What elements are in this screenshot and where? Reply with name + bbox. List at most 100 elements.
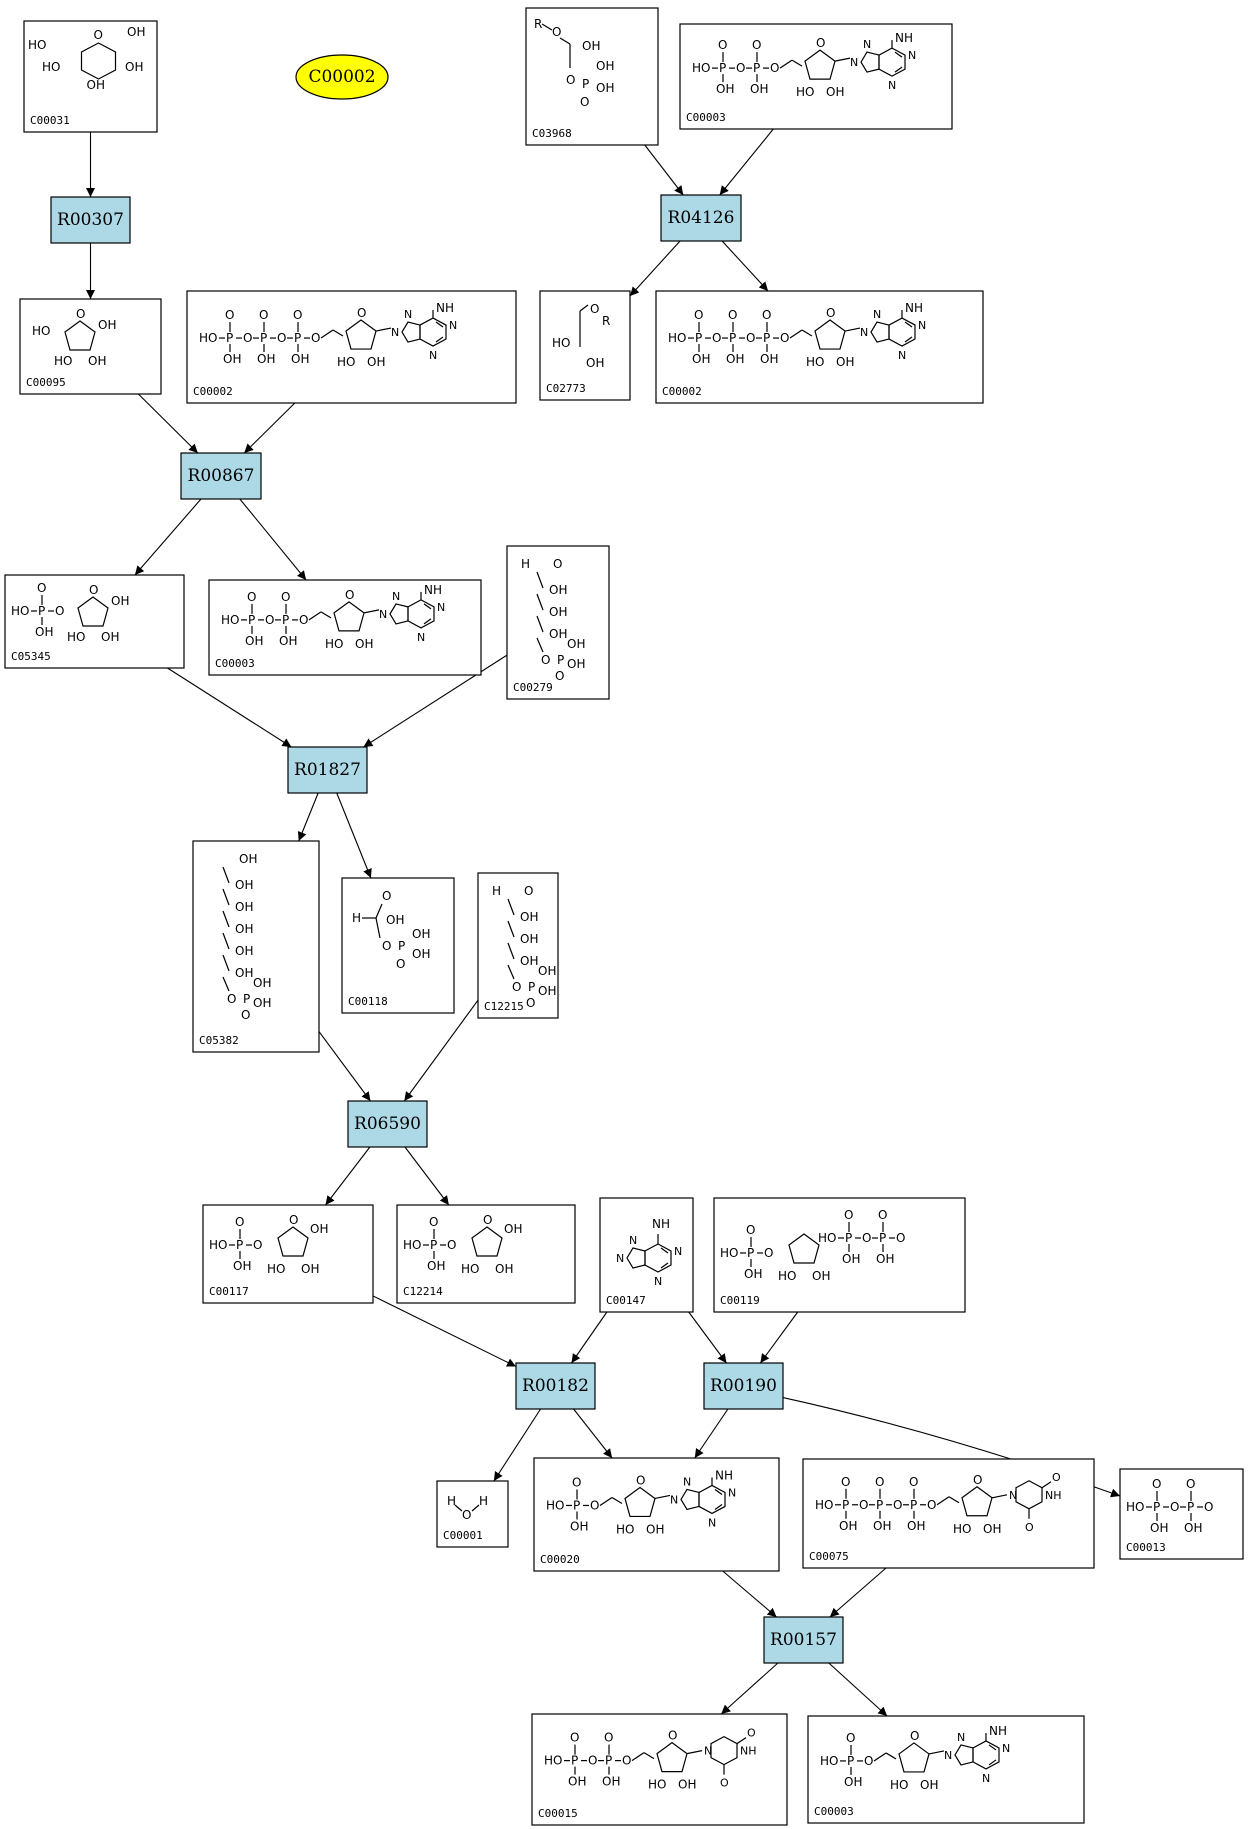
- svg-text:OH: OH: [87, 78, 105, 92]
- svg-text:P: P: [842, 1498, 849, 1512]
- reaction-arrow: [403, 999, 479, 1102]
- svg-text:O: O: [780, 331, 789, 345]
- svg-text:HO: HO: [546, 1498, 564, 1512]
- svg-text:H: H: [521, 557, 530, 571]
- svg-text:P: P: [876, 1498, 883, 1512]
- svg-text:O: O: [293, 308, 302, 322]
- svg-text:P: P: [294, 331, 301, 345]
- svg-text:HO: HO: [209, 1238, 227, 1252]
- svg-text:O: O: [927, 1498, 936, 1512]
- svg-text:OH: OH: [549, 583, 567, 597]
- reaction-node-r00867[interactable]: R00867: [180, 452, 262, 500]
- svg-text:O: O: [382, 889, 391, 903]
- svg-text:HO: HO: [890, 1778, 908, 1792]
- svg-text:HO: HO: [337, 355, 355, 369]
- svg-text:O: O: [764, 1246, 773, 1260]
- svg-text:O: O: [846, 1731, 855, 1745]
- svg-text:OH: OH: [235, 878, 253, 892]
- svg-text:O: O: [447, 1238, 456, 1252]
- svg-text:O: O: [770, 61, 779, 75]
- svg-text:O: O: [762, 308, 771, 322]
- reaction-node-r01827[interactable]: R01827: [287, 746, 368, 794]
- svg-text:NH: NH: [905, 301, 923, 315]
- svg-text:O: O: [281, 590, 290, 604]
- reaction-node-r00190[interactable]: R00190: [703, 1362, 784, 1410]
- reaction-arrow: [829, 1567, 887, 1618]
- svg-text:HO: HO: [403, 1238, 421, 1252]
- reaction-arrow: [239, 498, 307, 581]
- svg-text:OH: OH: [111, 594, 129, 608]
- highlight-label: C00002: [308, 67, 375, 87]
- svg-text:OH: OH: [125, 60, 143, 74]
- svg-text:OH: OH: [812, 1269, 830, 1283]
- svg-text:P: P: [605, 1754, 612, 1768]
- reaction-node-r06590[interactable]: R06590: [347, 1100, 428, 1148]
- svg-text:OH: OH: [101, 630, 119, 644]
- svg-text:OH: OH: [239, 852, 257, 866]
- svg-text:OH: OH: [596, 59, 614, 73]
- svg-text:HO: HO: [820, 1754, 838, 1768]
- svg-text:OH: OH: [412, 927, 430, 941]
- svg-text:H: H: [492, 884, 501, 898]
- svg-text:P: P: [1187, 1500, 1194, 1514]
- svg-text:H: H: [352, 911, 361, 925]
- svg-text:OH: OH: [826, 85, 844, 99]
- svg-text:O: O: [973, 1473, 982, 1487]
- reaction-label: R01827: [294, 760, 361, 780]
- svg-text:NH: NH: [895, 31, 913, 45]
- reaction-arrow: [404, 1146, 450, 1206]
- svg-text:NH: NH: [436, 301, 454, 315]
- svg-text:O: O: [1152, 1477, 1161, 1491]
- reaction-node-r00157[interactable]: R00157: [763, 1616, 844, 1664]
- svg-text:OH: OH: [253, 996, 271, 1010]
- svg-text:NH: NH: [424, 583, 442, 597]
- svg-text:OH: OH: [310, 1222, 328, 1236]
- svg-text:O: O: [862, 1231, 871, 1245]
- highlight-compound[interactable]: C00002: [295, 54, 389, 100]
- svg-text:O: O: [572, 1475, 581, 1489]
- svg-text:HO: HO: [668, 331, 686, 345]
- svg-text:OH: OH: [568, 1775, 586, 1789]
- svg-text:OH: OH: [646, 1522, 664, 1536]
- svg-text:OH: OH: [520, 954, 538, 968]
- compound-label: C03968: [532, 127, 572, 140]
- reaction-label: R00157: [770, 1630, 837, 1650]
- svg-text:O: O: [728, 308, 737, 322]
- svg-text:O: O: [896, 1231, 905, 1245]
- reaction-node-r04126[interactable]: R04126: [660, 194, 742, 242]
- reaction-node-r00307[interactable]: R00307: [50, 196, 131, 244]
- svg-text:OH: OH: [504, 1222, 522, 1236]
- svg-text:OH: OH: [355, 637, 373, 651]
- svg-text:OH: OH: [570, 1519, 588, 1533]
- svg-text:O: O: [265, 613, 274, 627]
- reaction-node-r00182[interactable]: R00182: [515, 1362, 596, 1410]
- svg-text:OH: OH: [386, 913, 404, 927]
- compound-label: C00279: [513, 681, 553, 694]
